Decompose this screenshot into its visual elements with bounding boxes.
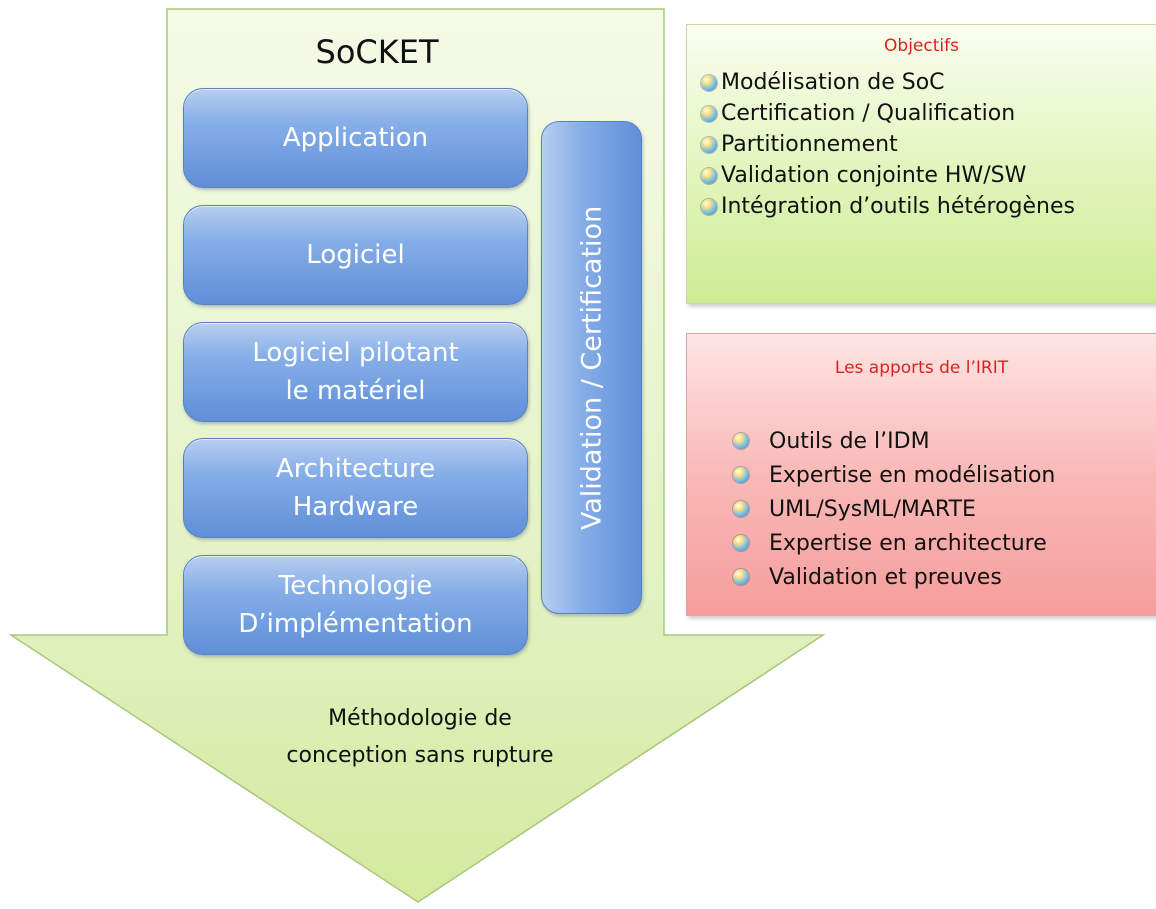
list-item: Intégration d’outils hétérogènes: [701, 191, 1075, 222]
list-item: Certification / Qualification: [701, 98, 1075, 129]
globe-bullet-icon: [701, 74, 717, 91]
objectives-list: Modélisation de SoC Certification / Qual…: [701, 67, 1075, 222]
layer-technologie: Technologie D’implémentation: [183, 555, 528, 655]
layer-application: Application: [183, 88, 528, 188]
contribution-text: UML/SysML/MARTE: [769, 496, 976, 522]
globe-bullet-icon: [733, 535, 749, 551]
globe-bullet-icon: [733, 569, 749, 585]
globe-bullet-icon: [701, 105, 717, 122]
globe-bullet-icon: [733, 433, 749, 449]
diagram-title: SoCKET: [315, 33, 439, 71]
objective-text: Modélisation de SoC: [721, 70, 945, 95]
objective-text: Partitionnement: [721, 132, 898, 157]
contribution-text: Expertise en architecture: [769, 530, 1047, 556]
validation-certification-label: Validation / Certification: [576, 205, 607, 530]
contribution-text: Outils de l’IDM: [769, 428, 930, 454]
contributions-list: Outils de l’IDM Expertise en modélisatio…: [733, 424, 1055, 594]
globe-bullet-icon: [701, 136, 717, 153]
list-item: Validation et preuves: [733, 560, 1055, 594]
objectives-title: Objectifs: [884, 36, 959, 56]
list-item: Expertise en architecture: [733, 526, 1055, 560]
contribution-text: Validation et preuves: [769, 564, 1002, 590]
list-item: UML/SysML/MARTE: [733, 492, 1055, 526]
layer-logiciel-pilotant: Logiciel pilotant le matériel: [183, 322, 528, 422]
layer-logiciel: Logiciel: [183, 205, 528, 305]
list-item: Expertise en modélisation: [733, 458, 1055, 492]
objective-text: Intégration d’outils hétérogènes: [721, 194, 1075, 219]
objective-text: Validation conjointe HW/SW: [721, 163, 1027, 188]
list-item: Partitionnement: [701, 129, 1075, 160]
contributions-title: Les apports de l’IRIT: [834, 358, 1009, 378]
arrow-caption: Méthodologie de conception sans rupture: [286, 706, 554, 768]
globe-bullet-icon: [701, 167, 717, 184]
objectives-panel: Objectifs Modélisation de SoC Certificat…: [686, 24, 1156, 304]
contribution-text: Expertise en modélisation: [769, 462, 1056, 488]
globe-bullet-icon: [701, 198, 717, 215]
contributions-panel: Les apports de l’IRIT Outils de l’IDM Ex…: [686, 333, 1156, 616]
list-item: Modélisation de SoC: [701, 67, 1075, 98]
objective-text: Certification / Qualification: [721, 101, 1016, 126]
globe-bullet-icon: [733, 501, 749, 517]
validation-certification-bar: Validation / Certification: [541, 121, 642, 614]
list-item: Outils de l’IDM: [733, 424, 1055, 458]
layer-architecture-hardware: Architecture Hardware: [183, 438, 528, 538]
globe-bullet-icon: [733, 467, 749, 483]
list-item: Validation conjointe HW/SW: [701, 160, 1075, 191]
